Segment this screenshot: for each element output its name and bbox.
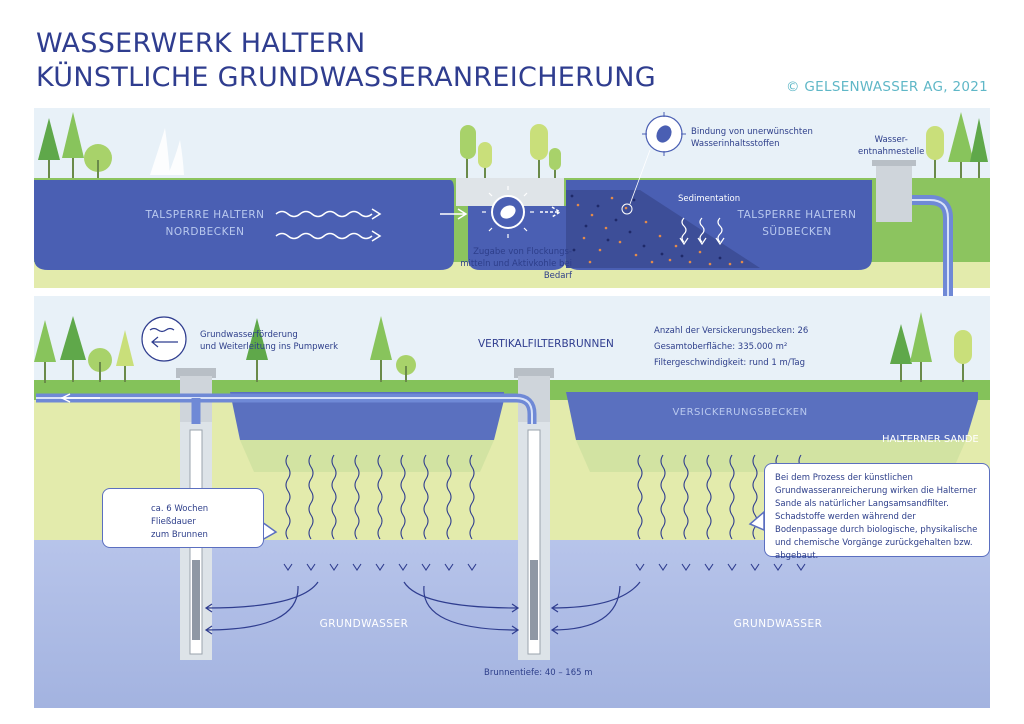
page-title: WASSERWERK HALTERN [36,28,366,59]
flow-duration-line-1: ca. 6 Wochen Fließdauer [151,504,209,527]
flow-duration-line-2: zum Brunnen [151,530,208,540]
waves-arrow-icon [141,316,187,362]
north-basin-label-2: NORDBECKEN [165,226,245,238]
infiltration-basin-label: VERSICKERUNGSBECKEN [672,407,808,418]
flocculation-icon [482,186,534,238]
tree-icon [34,312,972,383]
binding-label-2: Wasserinhaltsstoffen [691,139,780,149]
copyright: © GELSENWASSER AG, 2021 [786,79,988,95]
intake-label-2: entnahmestelle [858,147,925,157]
infiltration-basin-left [230,392,504,440]
pump-label-2: und Weiterleitung ins Pumpwerk [200,342,339,352]
stats-line-3: Filtergeschwindigkeit: rund 1 m/Tag [654,358,805,368]
pump-label-1: Grundwasserförderung [200,330,298,340]
groundwater-label-right: GRUNDWASSER [733,618,823,630]
tree-icon [38,112,112,178]
infiltration-basin-right [566,392,978,440]
flow-duration-bubble: ca. 6 Wochen Fließdauer zum Brunnen [102,488,264,548]
stats-line-2: Gesamtoberfläche: 335.000 m² [654,342,788,352]
sedimentation-label: Sedimentation [678,194,741,204]
north-basin-label-1: TALSPERRE HALTERN [145,209,265,221]
seepage-arrows-left [283,454,477,571]
sailboat-icon [150,128,184,175]
process-bubble: Bei dem Prozess der künstlichen Grundwas… [764,463,990,561]
south-basin-label-1: TALSPERRE HALTERN [737,209,857,221]
groundwater-label-left: GRUNDWASSER [319,618,409,630]
intake-label-1: Wasser- [874,135,908,145]
tree-icon [460,124,561,180]
flow-arrows-north [275,206,562,242]
south-basin-label-2: SÜDBECKEN [762,226,832,238]
groundwater-flow-arrows [204,581,641,635]
well-depth-label: Brunnentiefe: 40 – 165 m [484,668,593,678]
bacteria-icon [621,112,686,215]
sedimentation-arrows [679,217,725,246]
flocculation-label-2: mitteln und Aktivkohle bei Bedarf [460,259,572,281]
flocculation-label-1: Zugabe von Flockungs- [473,247,572,257]
intake-structure [872,160,916,222]
vertical-wells-label: VERTIKALFILTERBRUNNEN [478,338,614,350]
tree-icon [926,112,988,178]
north-basin [34,180,454,270]
binding-label-1: Bindung von unerwünschten [691,127,813,137]
page-subtitle: KÜNSTLICHE GRUNDWASSERANREICHERUNG [36,62,657,93]
sands-label: HALTERNER SANDE [882,434,979,445]
sediment [566,190,760,268]
groundwater-layer [34,540,990,708]
stats-line-1: Anzahl der Versickerungsbecken: 26 [654,326,809,336]
